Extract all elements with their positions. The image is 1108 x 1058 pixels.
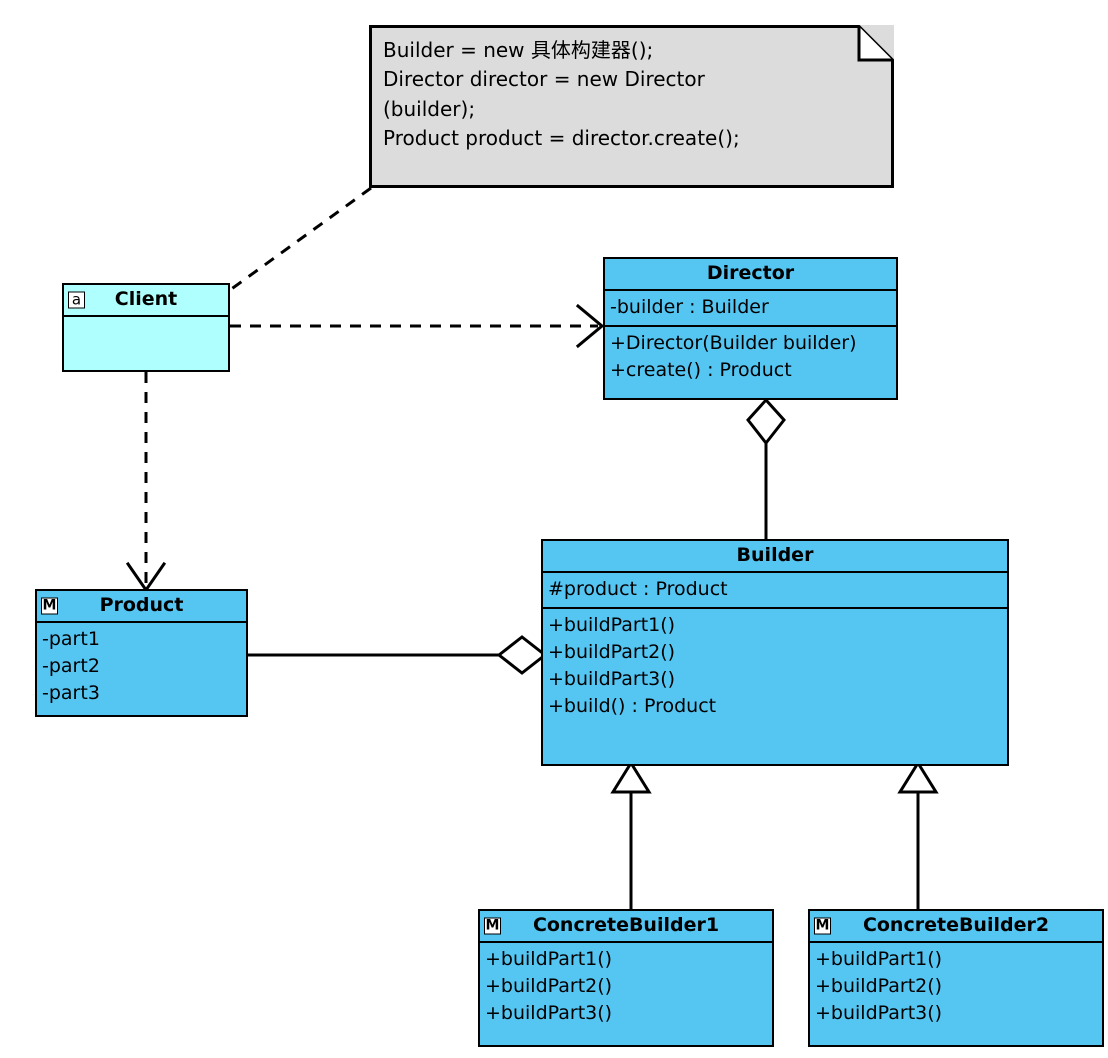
class-box-concrete-builder-1[interactable]: M ConcreteBuilder1 +buildPart1() +buildP… xyxy=(478,909,774,1047)
operation-row: +buildPart1() xyxy=(548,613,676,636)
operation-row: +buildPart3() xyxy=(485,1001,613,1024)
operation-row: +buildPart1() xyxy=(815,948,943,970)
operation-row: +buildPart3() xyxy=(548,667,676,690)
operation-row: +buildPart3() xyxy=(815,1001,943,1024)
note-text: Builder = new 具体构建器(); Director director… xyxy=(383,38,740,151)
class-title-concrete-builder-1: M ConcreteBuilder1 xyxy=(480,911,772,943)
attribute-row: -part2 xyxy=(42,654,100,677)
class-name-builder: Builder xyxy=(736,544,814,566)
class-name-product: Product xyxy=(99,594,184,616)
triangle-cb1-generalization xyxy=(610,760,652,794)
class-attributes-builder: #product : Product xyxy=(543,573,1007,609)
class-box-director[interactable]: Director -builder : Builder +Director(Bu… xyxy=(603,257,898,400)
operation-row: +buildPart2() xyxy=(815,974,943,997)
class-operations-director: +Director(Builder builder) +create() : P… xyxy=(605,327,896,388)
class-title-product: M Product xyxy=(37,591,246,623)
attribute-row: #product : Product xyxy=(548,578,728,600)
model-badge-icon: M xyxy=(484,917,501,935)
class-box-builder[interactable]: Builder #product : Product +buildPart1()… xyxy=(541,539,1009,766)
class-name-concrete-builder-2: ConcreteBuilder2 xyxy=(862,914,1050,936)
class-body-client xyxy=(64,317,228,371)
class-name-client: Client xyxy=(114,288,178,310)
class-title-concrete-builder-2: M ConcreteBuilder2 xyxy=(810,911,1102,943)
class-name-director: Director xyxy=(706,262,795,284)
class-title-builder: Builder xyxy=(543,541,1007,573)
note-shape xyxy=(369,25,894,188)
class-attributes-director: -builder : Builder xyxy=(605,291,896,327)
operation-row: +build() : Product xyxy=(548,694,717,717)
operation-row: +buildPart1() xyxy=(485,948,613,970)
diamond-director-aggregation xyxy=(746,397,786,446)
class-title-director: Director xyxy=(605,259,896,291)
abstract-badge-icon: a xyxy=(68,291,85,309)
operation-row: +Director(Builder builder) xyxy=(610,331,857,354)
class-box-concrete-builder-2[interactable]: M ConcreteBuilder2 +buildPart1() +buildP… xyxy=(808,909,1104,1047)
class-title-client: a Client xyxy=(64,285,228,317)
diamond-builder-aggregation xyxy=(496,635,548,675)
class-box-product[interactable]: M Product -part1 -part2 -part3 xyxy=(35,589,248,717)
class-name-concrete-builder-1: ConcreteBuilder1 xyxy=(532,914,720,936)
attribute-row: -part3 xyxy=(42,681,100,704)
attribute-row: -builder : Builder xyxy=(610,296,769,318)
model-badge-icon: M xyxy=(41,597,58,615)
operation-row: +create() : Product xyxy=(610,358,792,381)
model-badge-icon: M xyxy=(814,917,831,935)
attribute-row: -part1 xyxy=(42,628,100,650)
triangle-cb2-generalization xyxy=(897,760,939,794)
arrowhead-client-to-product xyxy=(125,561,167,593)
connector-note-to-client xyxy=(229,186,372,292)
code-note: Builder = new 具体构建器(); Director director… xyxy=(369,25,894,188)
operation-row: +buildPart2() xyxy=(548,640,676,663)
class-attributes-product: -part1 -part2 -part3 xyxy=(37,623,246,711)
class-operations-builder: +buildPart1() +buildPart2() +buildPart3(… xyxy=(543,609,1007,724)
class-box-client[interactable]: a Client xyxy=(62,283,230,372)
class-operations-concrete-builder-2: +buildPart1() +buildPart2() +buildPart3(… xyxy=(810,943,1102,1031)
class-operations-concrete-builder-1: +buildPart1() +buildPart2() +buildPart3(… xyxy=(480,943,772,1031)
arrowhead-client-to-director xyxy=(575,303,605,349)
operation-row: +buildPart2() xyxy=(485,974,613,997)
